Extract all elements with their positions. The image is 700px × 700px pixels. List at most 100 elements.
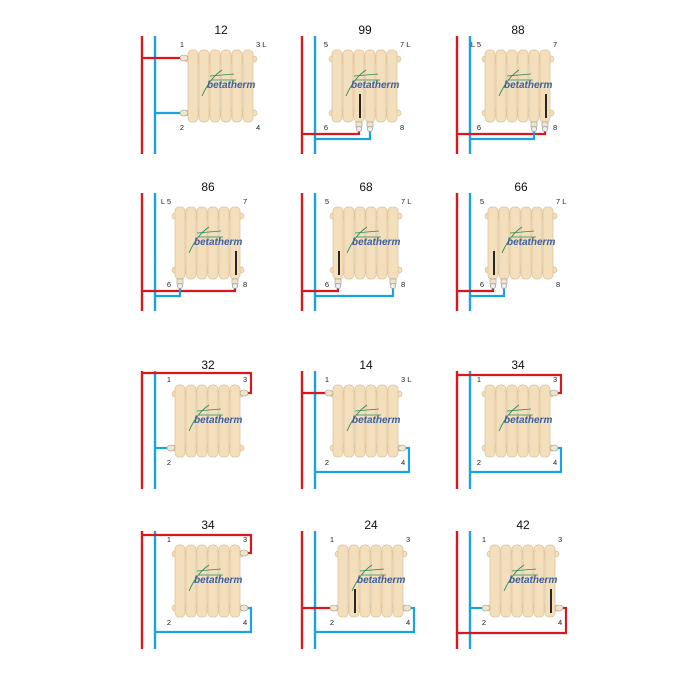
scheme-code: 68 (359, 180, 373, 194)
radiator-section (392, 544, 404, 618)
logo-swoosh (201, 69, 223, 97)
radiator (184, 49, 258, 123)
radiator-section (381, 544, 393, 618)
valve-icon (481, 604, 491, 612)
port-label-tr: 3 (406, 535, 410, 544)
radiator (486, 544, 560, 618)
radiator-section (506, 384, 518, 458)
radiator-section (185, 384, 197, 458)
radiator-section (231, 49, 243, 123)
port-label-bl: 2 (477, 458, 481, 467)
logo-swoosh (345, 69, 367, 97)
radiator-section (370, 544, 382, 618)
port-label-tl: 1 (330, 535, 334, 544)
logo-text: betatherm (207, 80, 255, 91)
radiator-section (185, 544, 197, 618)
valve-body (324, 389, 334, 397)
radiator-section (495, 49, 507, 123)
port-label-tr: 3 L (256, 40, 266, 49)
radiator-section (511, 544, 523, 618)
valve-icon (554, 604, 564, 612)
radiator-section (229, 544, 241, 618)
radiator-section (359, 544, 371, 618)
valve-nut (390, 283, 396, 289)
betatherm-logo: betatherm (346, 226, 400, 254)
radiator-section (229, 384, 241, 458)
port-label-tl: L 5 (471, 40, 481, 49)
betatherm-logo: betatherm (346, 404, 400, 432)
radiator (481, 49, 555, 123)
port-label-br: 4 (553, 458, 557, 467)
valve-icon (500, 278, 508, 289)
radiator-section (489, 544, 501, 618)
radiator-section (207, 384, 219, 458)
logo-swoosh (188, 226, 210, 254)
radiator-section (242, 49, 254, 123)
radiator-section (484, 384, 496, 458)
supply-pipe (302, 126, 361, 136)
port-label-tl: L 5 (161, 197, 171, 206)
port-label-tr: 3 L (401, 375, 411, 384)
logo-swoosh (354, 230, 381, 238)
port-label-tr: 7 L (556, 197, 566, 206)
valve-icon (329, 604, 339, 612)
port-label-br: 4 (256, 123, 260, 132)
logo-swoosh (196, 568, 223, 576)
radiator-section (386, 49, 398, 123)
port-label-br: 4 (406, 618, 410, 627)
port-label-tr: 7 L (400, 40, 410, 49)
scheme-code: 34 (511, 358, 525, 372)
port-label-br: 4 (558, 618, 562, 627)
logo-swoosh (188, 404, 210, 432)
radiator-section (174, 544, 186, 618)
valve-body (179, 54, 189, 62)
port-label-tl: 1 (167, 375, 171, 384)
radiator-section (376, 384, 388, 458)
valve-icon (389, 278, 397, 289)
betatherm-logo: betatherm (345, 69, 399, 97)
valve-body (554, 604, 564, 612)
valve-nut (490, 283, 496, 289)
supply-pipe (457, 283, 495, 293)
port-label-tr: 3 (558, 535, 562, 544)
valve-icon (239, 549, 249, 557)
port-label-bl: 6 (480, 280, 484, 289)
radiator-section (354, 384, 366, 458)
logo-swoosh (506, 408, 533, 416)
valve-icon (179, 54, 189, 62)
port-label-tr: 3 (243, 375, 247, 384)
port-label-tr: 7 (243, 197, 247, 206)
valve-icon (541, 121, 549, 132)
valve-body (481, 604, 491, 612)
logo-swoosh (498, 404, 520, 432)
logo-swoosh (359, 568, 386, 576)
logo-swoosh (188, 564, 210, 592)
logo-swoosh (196, 230, 223, 238)
scheme-code: 86 (201, 180, 215, 194)
betatherm-logo: betatherm (188, 404, 242, 432)
logo-swoosh (501, 226, 523, 254)
port-label-tl: 5 (324, 40, 328, 49)
radiator-section (220, 49, 232, 123)
logo-swoosh (506, 73, 533, 81)
betatherm-logo: betatherm (503, 564, 557, 592)
radiator-section (185, 206, 197, 280)
radiator-section (520, 206, 532, 280)
valve-body (549, 389, 559, 397)
logo-swoosh (503, 564, 525, 592)
radiator-section (522, 544, 534, 618)
valve-nut (232, 283, 238, 289)
radiator-section (509, 206, 521, 280)
valve-icon (549, 389, 559, 397)
radiator-section (500, 544, 512, 618)
logo-text: betatherm (357, 575, 405, 586)
radiator-section (218, 384, 230, 458)
valve-body (179, 109, 189, 117)
radiator-section (544, 544, 556, 618)
radiator-section (517, 49, 529, 123)
radiator-section (342, 49, 354, 123)
logo-swoosh (196, 408, 223, 416)
radiator-section (348, 544, 360, 618)
